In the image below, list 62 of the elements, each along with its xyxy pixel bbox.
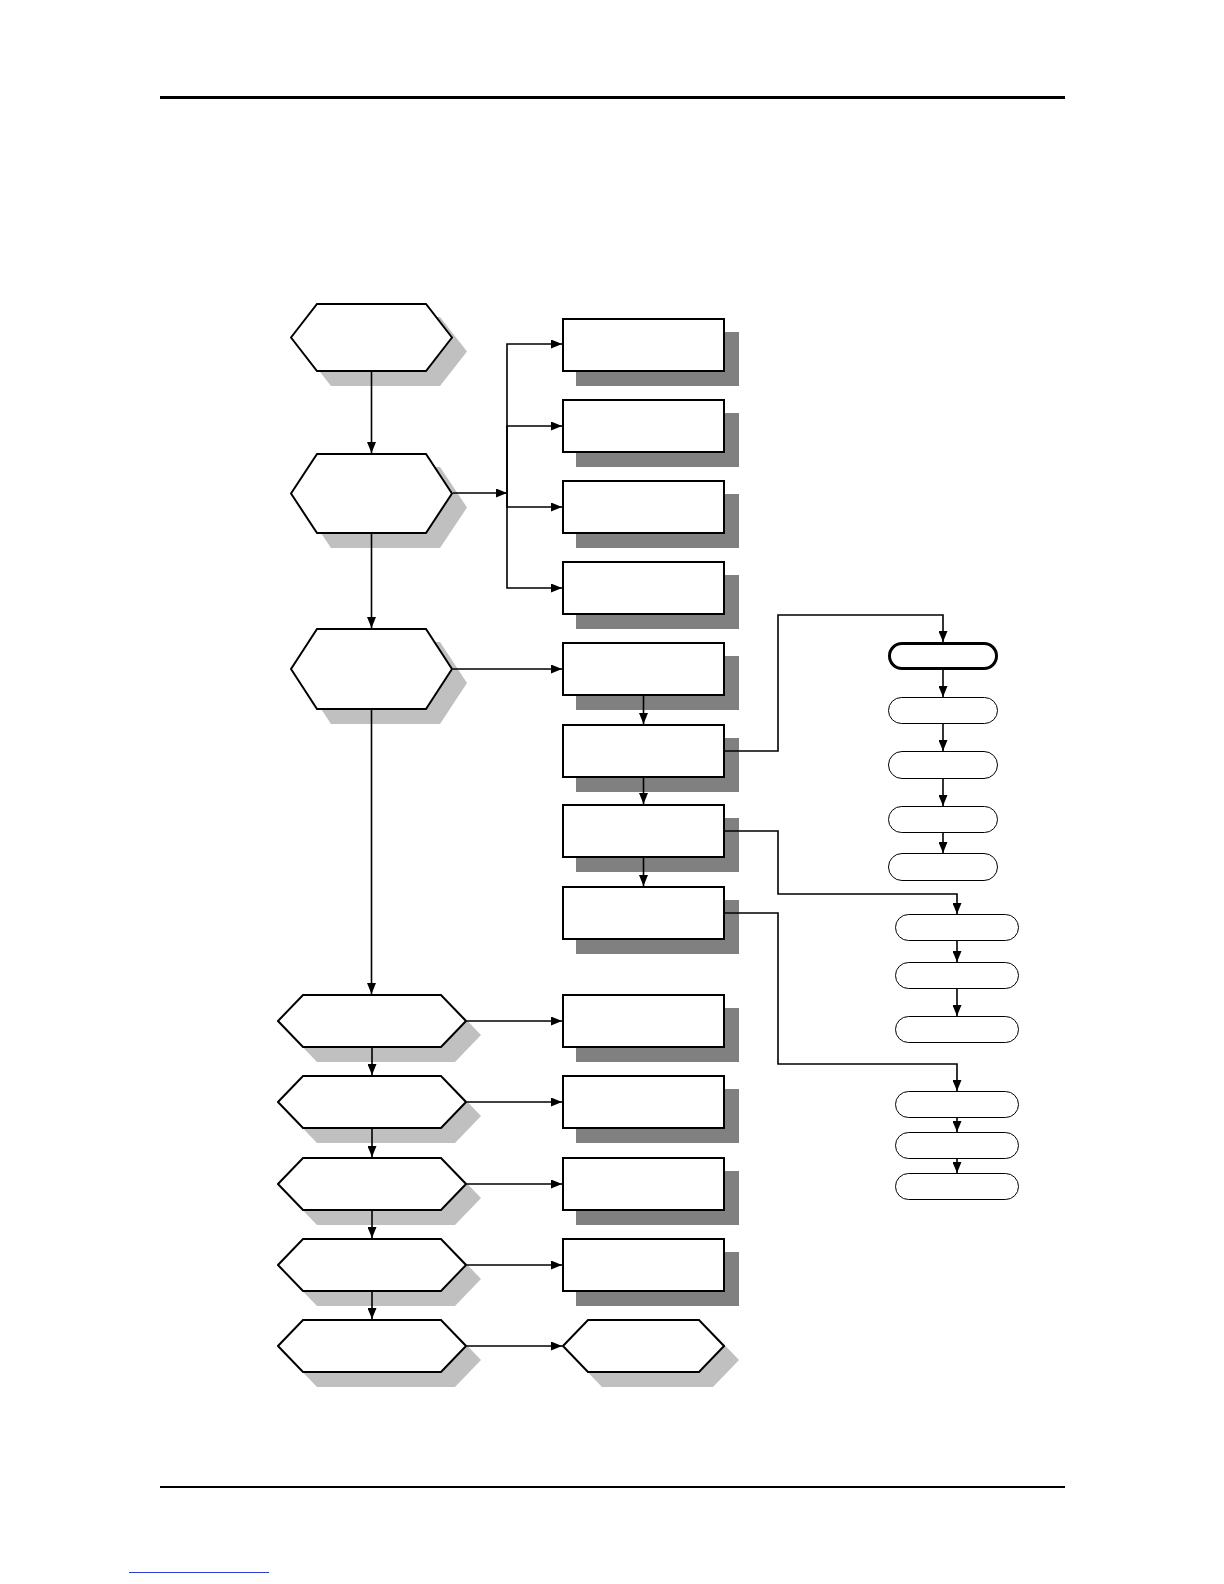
arrow — [466, 1179, 563, 1189]
arrow — [452, 664, 563, 674]
process-box — [562, 642, 725, 696]
arrow — [506, 421, 563, 494]
hexagon-node — [562, 1319, 725, 1373]
arrow — [938, 778, 948, 807]
arrow — [367, 1291, 377, 1320]
process-box — [562, 804, 725, 858]
process-box — [562, 561, 725, 615]
rounded-pill — [895, 1132, 1019, 1159]
arrow — [466, 1260, 563, 1270]
hexagon-node — [277, 994, 467, 1048]
arrow — [938, 723, 948, 752]
arrow — [367, 1128, 377, 1158]
arrow — [506, 492, 563, 593]
arrow — [367, 709, 376, 995]
rounded-pill — [888, 853, 998, 881]
arrow — [952, 1117, 962, 1133]
hexagon-node — [277, 1157, 467, 1211]
arrow — [724, 912, 962, 1092]
arrow — [938, 669, 948, 698]
process-box — [562, 994, 725, 1048]
arrow — [367, 1210, 377, 1239]
process-box — [562, 1075, 725, 1129]
process-box — [562, 480, 725, 534]
hexagon-node — [290, 303, 453, 372]
process-box — [562, 399, 725, 453]
hexagon-node — [277, 1075, 467, 1129]
arrow — [452, 488, 508, 498]
arrow — [367, 371, 376, 454]
hexagon-node — [290, 453, 453, 534]
arrow — [639, 777, 648, 805]
rounded-pill — [895, 1091, 1019, 1118]
rounded-pill — [888, 806, 998, 833]
hexagon-node — [277, 1238, 467, 1292]
process-box — [562, 1157, 725, 1211]
arrow — [367, 533, 376, 629]
arrow — [466, 1016, 563, 1026]
rounded-pill — [895, 1173, 1019, 1200]
process-box — [562, 1238, 725, 1292]
arrow — [367, 1047, 377, 1076]
arrow — [952, 940, 962, 963]
arrow — [724, 614, 948, 752]
rounded-pill — [895, 962, 1019, 989]
rounded-pill — [895, 914, 1019, 941]
arrow — [952, 1158, 962, 1174]
hexagon-node — [277, 1319, 467, 1373]
rounded-pill — [888, 697, 998, 724]
rounded-pill — [888, 751, 998, 779]
rounded-pill — [895, 1016, 1019, 1043]
arrow — [639, 857, 648, 887]
arrow — [724, 830, 962, 915]
process-box — [562, 724, 725, 778]
rounded-pill — [888, 642, 998, 670]
arrow — [466, 1341, 563, 1351]
arrow — [639, 695, 648, 725]
arrow — [466, 1097, 563, 1107]
process-box — [562, 318, 725, 372]
arrow — [952, 988, 962, 1017]
arrow — [938, 832, 948, 854]
process-box — [562, 886, 725, 940]
hexagon-node — [290, 628, 453, 710]
